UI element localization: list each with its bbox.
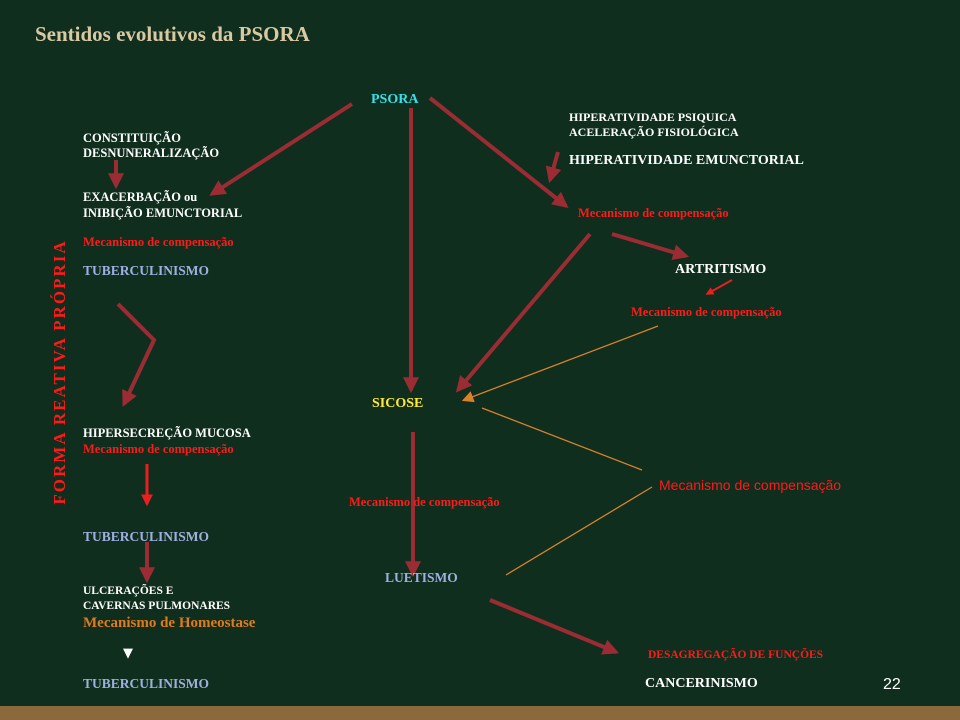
left-hipersecrecao: HIPERSECREÇÃO MUCOSA	[83, 426, 251, 440]
left-tuberculinismo-1: TUBERCULINISMO	[83, 263, 210, 278]
left-homeostase: Mecanismo de Homeostase	[83, 615, 256, 631]
node-luetismo: LUETISMO	[385, 570, 458, 585]
right-hiperatividade-psiquica: HIPERATIVIDADE PSIQUICA	[569, 110, 737, 124]
line-mecanismo-to-luetismo	[505, 486, 653, 576]
left-desnuneralizacao: DESNUNERALIZAÇÃO	[83, 146, 220, 160]
right-mecanismo-3: Mecanismo de compensação	[659, 477, 842, 493]
node-cancerinismo: CANCERINISMO	[645, 676, 758, 691]
node-psora: PSORA	[371, 92, 419, 107]
left-mecanismo-2: Mecanismo de compensação	[83, 442, 234, 456]
triangle-down-icon: ▼	[123, 646, 133, 661]
arrow-luetismo-to-desagregacao	[489, 598, 619, 655]
arrow-artritismo-to-mecanismo	[705, 279, 733, 295]
center-mecanismo: Mecanismo de compensação	[349, 495, 500, 509]
arrow-zigzag-tuberculinismo	[116, 302, 157, 407]
left-mecanismo-1: Mecanismo de compensação	[83, 235, 234, 249]
left-ulceracoes: ULCERAÇÕES E	[83, 585, 174, 597]
left-cavernas: CAVERNAS PULMONARES	[83, 600, 231, 612]
left-inibicao: INIBIÇÃO EMUNCTORIAL	[83, 206, 243, 220]
left-tuberculinismo-2: TUBERCULINISMO	[83, 529, 210, 544]
node-artritismo: ARTRITISMO	[675, 262, 767, 277]
left-constituicao: CONSTITUIÇÃO	[83, 131, 181, 145]
arrow-mecanismo-to-artritismo	[611, 232, 690, 261]
page-title: Sentidos evolutivos da PSORA	[35, 22, 310, 46]
right-mecanismo-2: Mecanismo de compensação	[631, 305, 782, 319]
right-desagregacao: DESAGREGAÇÃO DE FUNÇÕES	[648, 649, 824, 661]
arrow-mecanismo-to-sicose	[455, 232, 592, 393]
right-hiperatividade-emunctorial: HIPERATIVIDADE EMUNCTORIAL	[569, 153, 804, 168]
right-aceleracao: ACELERAÇÃO FISIOLÓGICA	[569, 125, 739, 139]
vertical-label: FORMA REATIVA PRÓPRIA	[50, 239, 69, 505]
arrow-psora-to-exacerbacao	[209, 102, 354, 196]
right-mecanismo-1: Mecanismo de compensação	[578, 206, 729, 220]
arrow-psora-to-mecanismo-right	[428, 96, 569, 208]
footer-bar	[0, 706, 960, 720]
left-tuberculinismo-3: TUBERCULINISMO	[83, 676, 210, 691]
arrow-hiperatividade-down	[545, 151, 562, 184]
page-number: 22	[883, 676, 901, 693]
line-mecanismo-to-sicose	[461, 325, 659, 403]
node-sicose: SICOSE	[372, 396, 424, 411]
line-sicose-to-mecanismo	[481, 407, 643, 471]
left-exacerbacao: EXACERBAÇÃO ou	[83, 190, 198, 204]
